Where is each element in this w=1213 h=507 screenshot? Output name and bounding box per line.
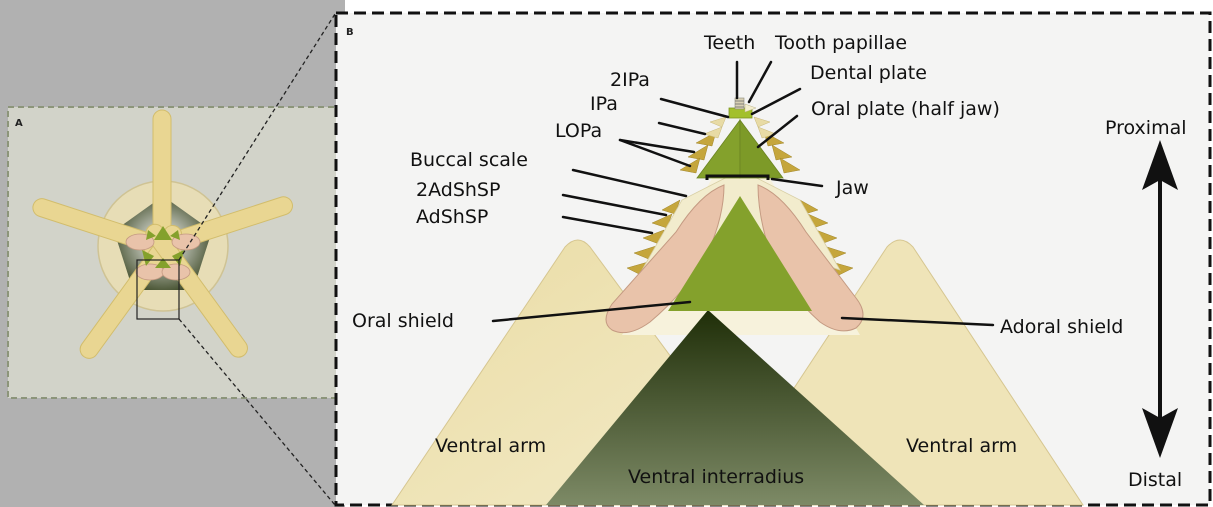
label-tooth-papillae: Tooth papillae <box>774 32 907 54</box>
label-distal: Distal <box>1128 469 1182 491</box>
label-jaw: Jaw <box>835 177 869 199</box>
label-2ipa: 2IPa <box>610 69 650 91</box>
label-oral-shield: Oral shield <box>352 310 454 332</box>
label-ipa: IPa <box>590 93 618 115</box>
label-proximal: Proximal <box>1105 117 1187 139</box>
label-oral-plate: Oral plate (half jaw) <box>811 98 1000 120</box>
label-ventral-interradius: Ventral interradius <box>628 466 804 488</box>
panel-b: B <box>336 13 1210 505</box>
panel-a-letter: A <box>15 118 23 129</box>
label-lopa: LOPa <box>555 120 602 142</box>
label-teeth: Teeth <box>703 32 755 54</box>
label-buccal-scale: Buccal scale <box>410 149 528 171</box>
label-adoral-shield: Adoral shield <box>1000 316 1123 338</box>
label-ventral-arm-left: Ventral arm <box>435 435 546 457</box>
label-2adshsp: 2AdShSP <box>416 179 500 201</box>
label-dental-plate: Dental plate <box>810 62 927 84</box>
panel-a: A <box>0 0 345 507</box>
label-ventral-arm-right: Ventral arm <box>906 435 1017 457</box>
label-adshsp: AdShSP <box>416 206 488 228</box>
panel-b-letter: B <box>346 27 354 38</box>
